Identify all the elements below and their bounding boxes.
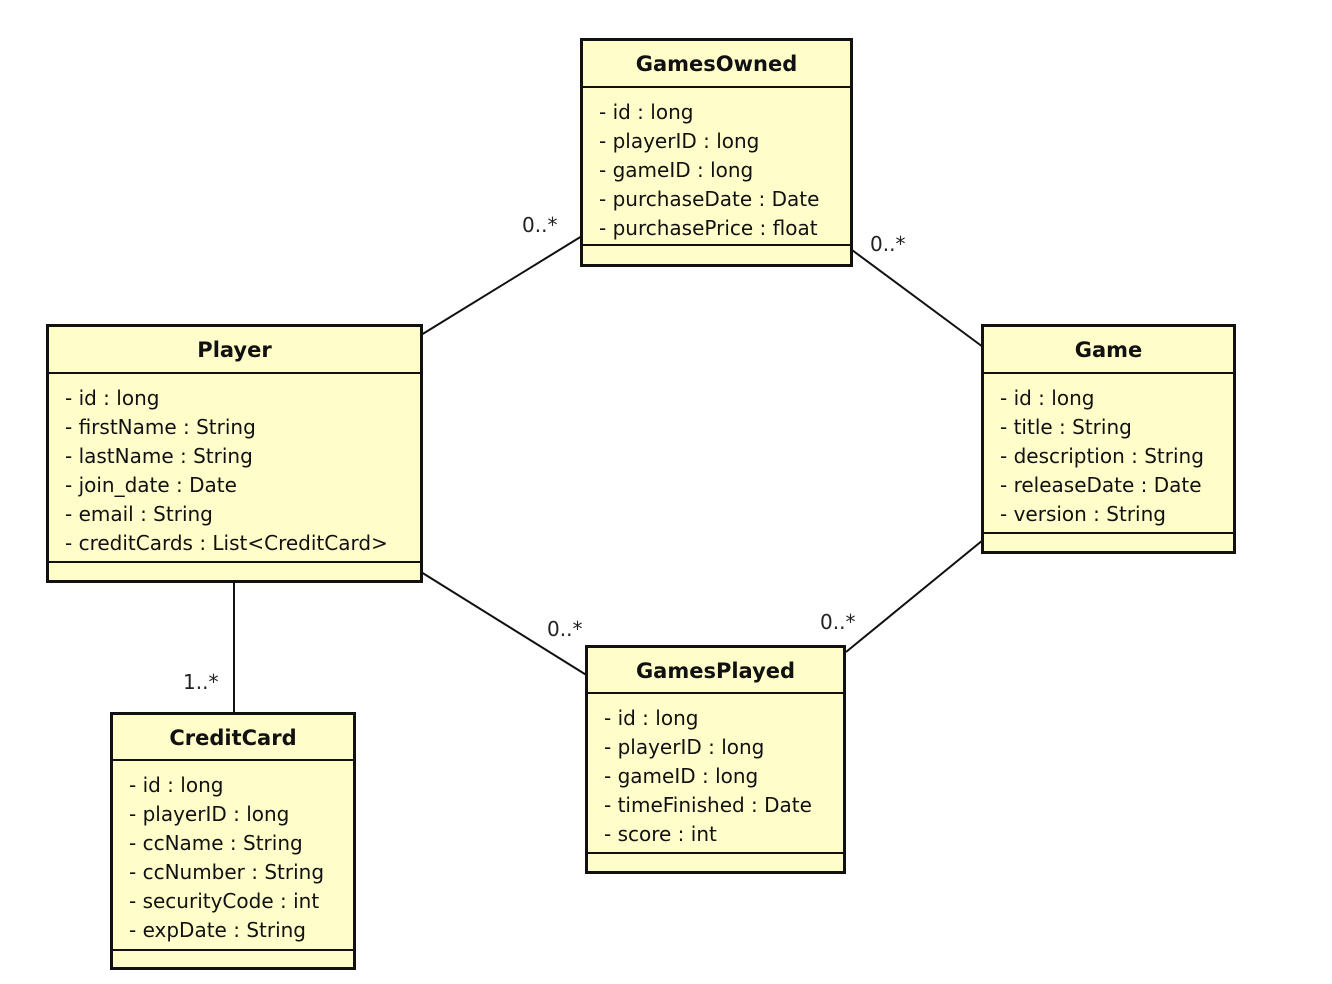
class-game[interactable]: Game - id : long - title : String - descri… (981, 324, 1236, 554)
attribute-row: - gameID : long (604, 764, 759, 788)
attribute-row: - score : int (604, 822, 717, 846)
attribute-compartment: - id : long - firstName : String - lastNam… (49, 374, 420, 563)
attribute-row: - title : String (1000, 415, 1132, 439)
attribute-row: - expDate : String (129, 918, 307, 942)
attribute-row: - purchaseDate : Date (599, 187, 820, 211)
attribute-row: - id : long (129, 773, 224, 797)
attribute-row: - purchasePrice : float (599, 216, 818, 240)
class-creditcard[interactable]: CreditCard - id : long- playerID : long-… (110, 712, 356, 970)
association-player-gamesplayed (420, 571, 589, 677)
attribute-row: - email : String (65, 502, 213, 526)
attribute-row: - id : long (65, 386, 160, 410)
attribute-row: - description : String (1000, 444, 1204, 468)
attribute-compartment: - id : long - playerID : long - gameID : l… (588, 694, 843, 854)
attribute-compartment: - id : long - playerID : long - ccName : S… (113, 761, 353, 951)
attribute-row: - id : long (604, 706, 699, 730)
class-gamesplayed[interactable]: GamesPlayed - id : long - playerID : long… (585, 645, 846, 874)
attribute-row: - playerID : long (129, 802, 290, 826)
class-name: Game (984, 327, 1233, 374)
attribute-row: - playerID : long (599, 129, 760, 153)
class-name: CreditCard (113, 715, 353, 761)
attribute-compartment: - id : long - title : String - description… (984, 374, 1233, 534)
attribute-row: - gameID : long (599, 158, 754, 182)
attribute-compartment: - id : long - playerID : long - gameID : l… (583, 88, 850, 246)
attribute-row: - ccName : String (129, 831, 303, 855)
attribute-row: - securityCode : int (129, 889, 320, 913)
attribute-row: - id : long (1000, 386, 1095, 410)
attribute-row: - timeFinished : Date (604, 793, 812, 817)
attribute-row: - playerID : long (604, 735, 765, 759)
attribute-row: - version : String (1000, 502, 1166, 526)
multiplicity-game-gamesplayed: 0..* (820, 610, 856, 634)
association-game-gamesowned (851, 249, 984, 348)
attribute-row: - releaseDate : Date (1000, 473, 1202, 497)
multiplicity-player-gamesowned: 0..* (522, 213, 558, 237)
class-name: Player (49, 327, 420, 374)
multiplicity-player-creditcard: 1..* (183, 670, 219, 694)
attribute-row: - lastName : String (65, 444, 253, 468)
association-player-gamesowned (420, 235, 583, 336)
class-player[interactable]: Player - id : long- firstName : String- … (46, 324, 423, 583)
attribute-row: - creditCards : List<CreditCard> (65, 531, 388, 555)
association-game-gamesplayed (845, 539, 984, 653)
attribute-row: - ccNumber : String (129, 860, 325, 884)
class-gamesowned[interactable]: GamesOwned - id : long- playerID : long-… (580, 38, 853, 267)
class-name: GamesPlayed (588, 648, 843, 694)
multiplicity-player-gamesplayed: 0..* (547, 617, 583, 641)
class-name: GamesOwned (583, 41, 850, 88)
attribute-row: - join_date : Date (65, 473, 237, 497)
multiplicity-game-gamesowned: 0..* (870, 232, 906, 256)
attribute-row: - id : long (599, 100, 694, 124)
attribute-row: - firstName : String (65, 415, 256, 439)
